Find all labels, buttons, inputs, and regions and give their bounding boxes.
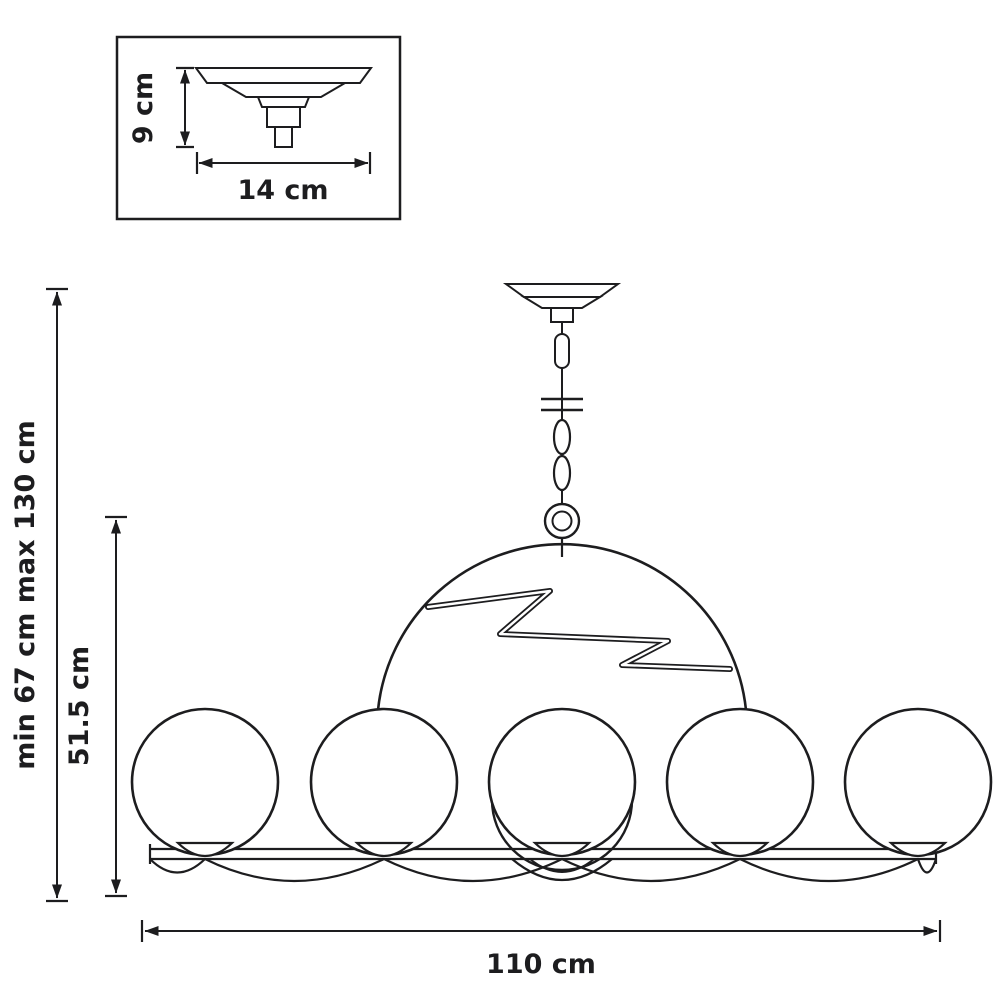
zigzag-outline xyxy=(425,588,733,672)
dish-outer xyxy=(511,858,613,881)
dimension-overall-height: min 67 cm max 130 cm xyxy=(10,287,68,903)
wave-end-left xyxy=(149,858,206,874)
dimension-canopy-height: 9 cm xyxy=(128,66,194,149)
cup-5 xyxy=(888,841,948,857)
wave-1 xyxy=(204,858,385,883)
wave-end-right xyxy=(916,858,938,874)
cup-1 xyxy=(175,841,235,857)
body-height-label: 51.5 cm xyxy=(64,646,95,766)
globe-2 xyxy=(309,707,459,857)
globe-cups xyxy=(175,841,948,857)
overall-height-label: min 67 cm max 130 cm xyxy=(10,420,41,770)
suspension-chain xyxy=(541,322,583,504)
canopy-stem xyxy=(550,307,574,323)
dimension-body-height: 51.5 cm xyxy=(64,515,127,898)
frame-arc xyxy=(376,542,748,711)
mount-mid-tier xyxy=(218,82,349,98)
canopy-top-plate xyxy=(502,283,622,298)
ring-inner xyxy=(551,510,573,532)
globe-4 xyxy=(665,707,815,857)
total-width-label: 110 cm xyxy=(486,949,596,980)
chain-link-1 xyxy=(552,418,572,456)
mount-top-plate xyxy=(194,67,373,84)
ceiling-canopy xyxy=(502,283,622,323)
canopy-width-label: 14 cm xyxy=(237,175,328,206)
chain-coupler xyxy=(554,333,570,369)
mount-neck xyxy=(266,106,301,128)
ceiling-mount-drawing xyxy=(194,67,373,148)
suspension-ring xyxy=(543,502,581,557)
inset-detail-box: 9 cm 14 cm xyxy=(115,35,402,221)
zigzag-ornament xyxy=(425,588,733,672)
wave-2 xyxy=(383,858,563,883)
chain-link-2 xyxy=(552,454,572,492)
cup-3 xyxy=(532,841,592,857)
canopy-height-label: 9 cm xyxy=(128,72,159,144)
zigzag-inner xyxy=(426,589,732,671)
dimension-canopy-width: 14 cm xyxy=(195,152,372,206)
mount-stem xyxy=(274,126,293,148)
dish-inner xyxy=(529,858,595,873)
mount-step xyxy=(256,96,311,108)
canopy-mid-tier xyxy=(520,296,604,309)
cup-2 xyxy=(354,841,414,857)
wave-3 xyxy=(561,858,741,883)
wave-4 xyxy=(739,858,919,883)
cup-4 xyxy=(710,841,770,857)
center-dish xyxy=(511,858,613,881)
dimension-total-width: 110 cm xyxy=(140,920,942,980)
globe-5 xyxy=(843,707,993,857)
globe-3 xyxy=(487,707,637,857)
globes xyxy=(130,707,993,857)
globe-1 xyxy=(130,707,280,857)
ring-outer xyxy=(543,502,581,540)
bar-waves xyxy=(149,858,938,883)
